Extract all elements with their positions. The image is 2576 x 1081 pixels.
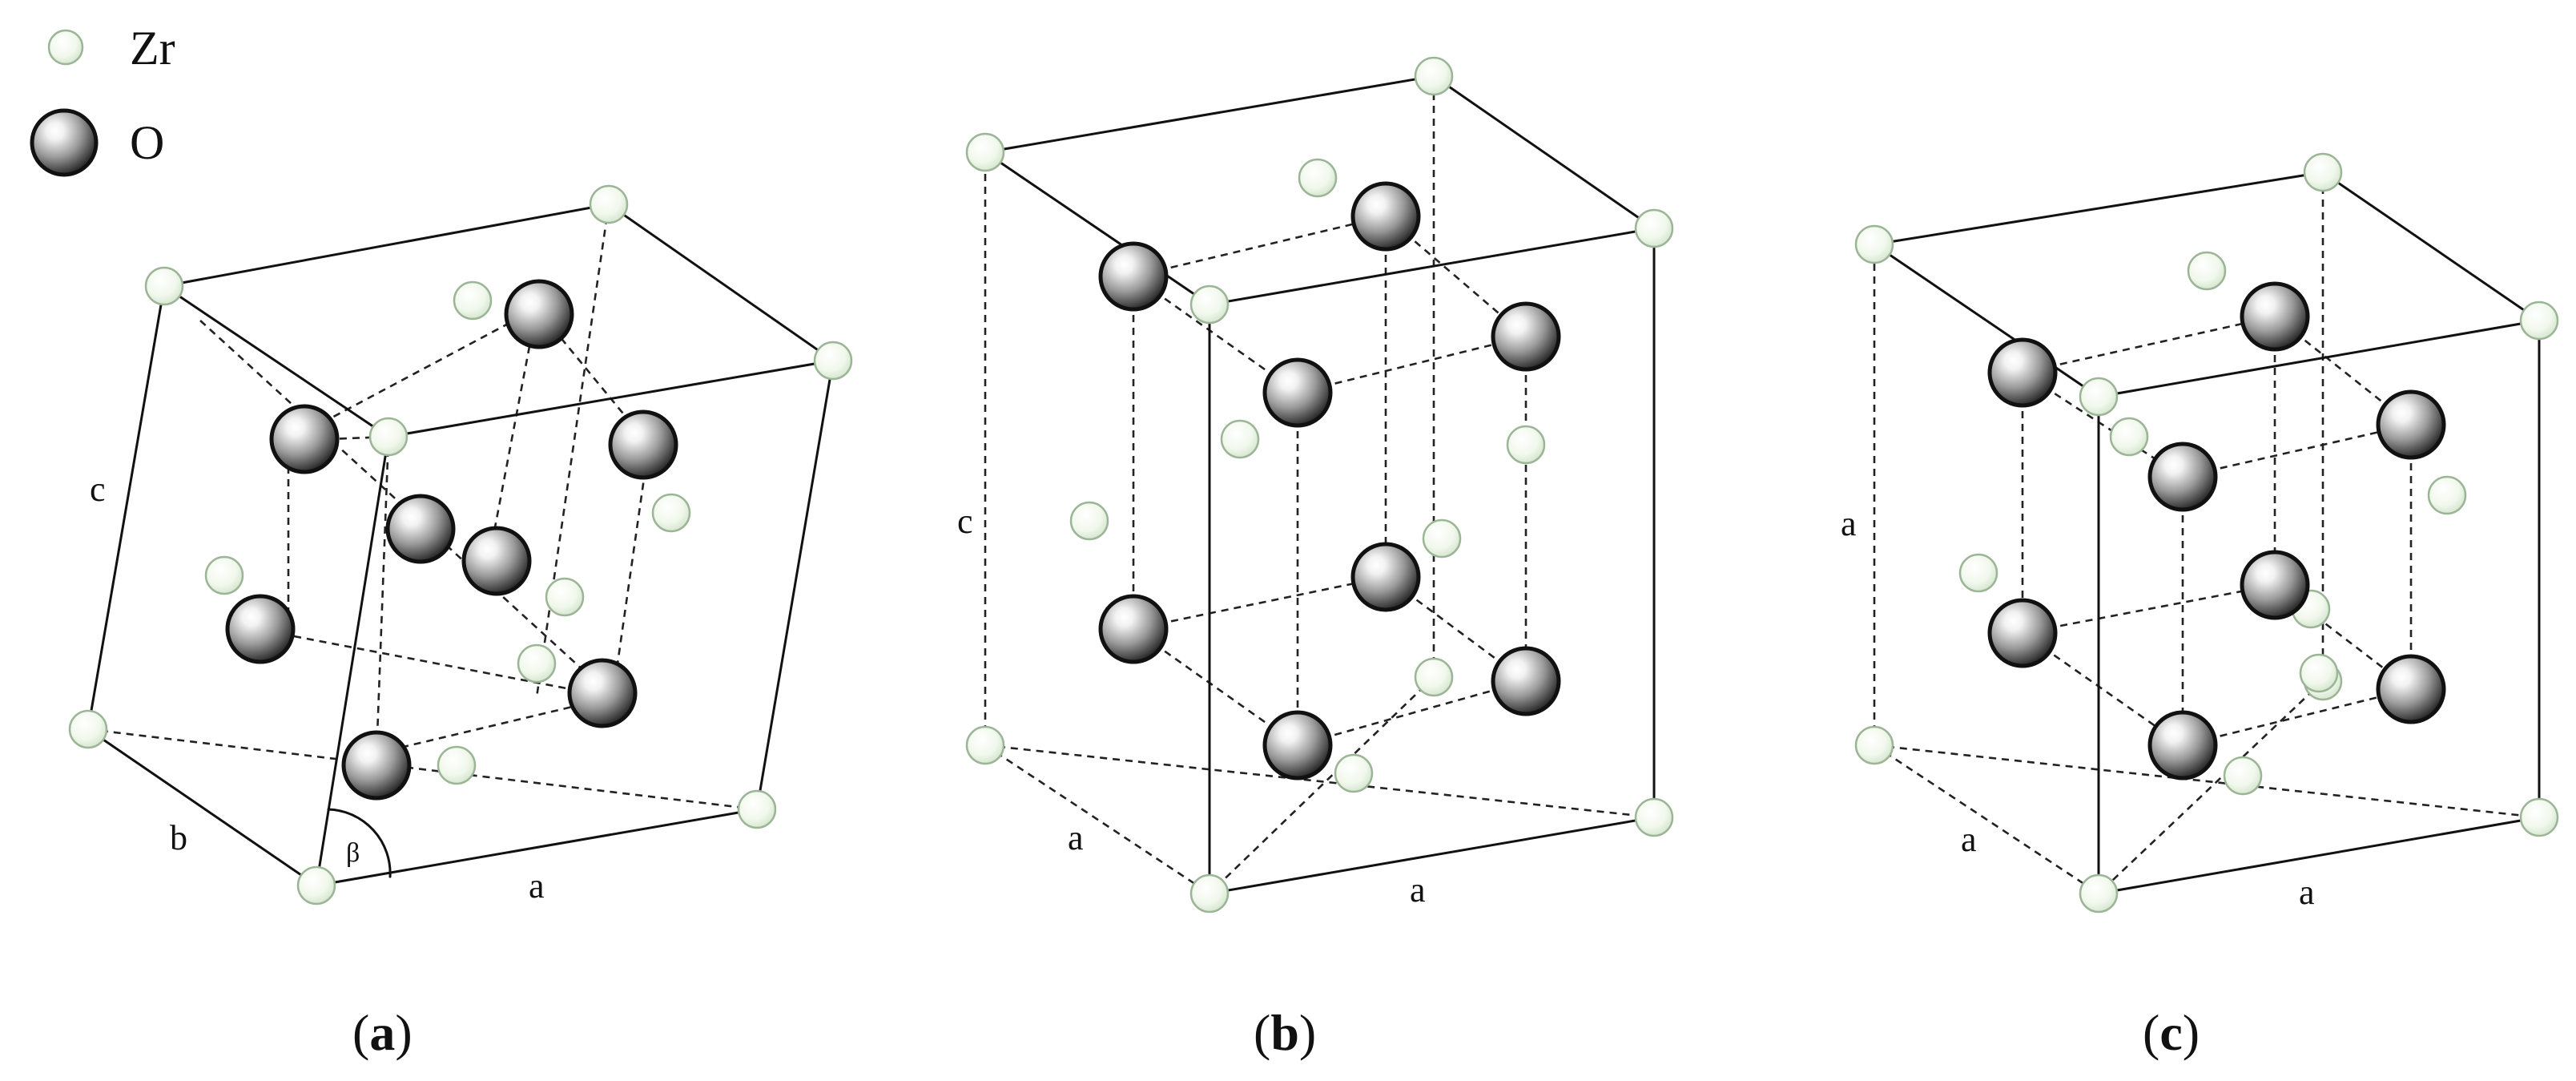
zr-atom	[545, 577, 585, 617]
zr-atom	[965, 725, 1005, 765]
zr-atom	[517, 643, 557, 684]
zr-atom	[1189, 873, 1230, 914]
zr-atom	[1334, 753, 1374, 793]
o-atom	[269, 404, 340, 474]
zr-atom	[2299, 653, 2339, 693]
panel-b-edge-b-label: a	[1068, 818, 1084, 857]
panel-a-visible-edges	[87, 203, 836, 887]
zr-atom	[2187, 251, 2227, 291]
legend: Zr O	[30, 22, 175, 177]
o-atom	[1987, 598, 2058, 668]
o-atom	[2376, 389, 2446, 460]
zr-atom	[204, 555, 244, 595]
o-atom	[1350, 181, 1421, 252]
zr-atom	[1854, 725, 1894, 765]
zr-atom	[1414, 657, 1454, 697]
legend-o-label: O	[130, 116, 164, 169]
o-atom	[1098, 594, 1169, 664]
zr-atom	[737, 789, 777, 829]
zr-atom	[2519, 301, 2559, 341]
zr-atom	[1506, 425, 1546, 465]
zr-atom	[1634, 797, 1674, 837]
o-atom	[2240, 550, 2310, 620]
o-atom	[2240, 281, 2310, 352]
o-atom	[1262, 710, 1333, 780]
legend-o-atom	[30, 108, 99, 177]
panel-c-edge-c-label: a	[1841, 504, 1857, 543]
o-atom	[225, 594, 296, 664]
o-atom	[341, 730, 412, 801]
o-atom	[461, 526, 532, 596]
zr-atom	[1220, 419, 1260, 459]
panel-c-cubic-cell: a a a (c)	[1841, 152, 2559, 1061]
zr-atom	[1422, 518, 1462, 559]
panel-b-edge-c-label: c	[957, 502, 973, 541]
zr-atom	[2519, 797, 2559, 837]
zr-atom	[437, 745, 477, 785]
panel-a-atoms	[68, 184, 853, 906]
o-atom	[1491, 301, 1561, 372]
panel-a-monoclinic-cell: c b a β (a)	[68, 184, 853, 1061]
zr-atom	[68, 709, 108, 749]
o-atom	[2147, 442, 2218, 512]
zr-atom	[2427, 475, 2467, 515]
panel-c-edge-b-label: a	[1961, 820, 1977, 859]
legend-zr-atom	[47, 29, 84, 66]
zr-atom	[1414, 56, 1454, 96]
o-atom	[385, 494, 456, 564]
zr-atom	[813, 341, 853, 381]
zr-atom	[1634, 208, 1674, 248]
o-atom	[1491, 646, 1561, 716]
zr-atom	[589, 184, 629, 224]
panel-a-edge-a-label: a	[529, 866, 545, 906]
zr-atom	[296, 865, 336, 906]
panel-b-tetragonal-cell: c a a (b)	[957, 56, 1674, 1061]
o-atom	[608, 409, 678, 480]
o-atom	[567, 658, 638, 728]
zr-atom	[2079, 873, 2119, 914]
panel-a-beta-label: β	[346, 838, 360, 868]
o-atom	[2147, 710, 2218, 780]
zr-atom	[965, 132, 1005, 172]
panel-b-caption: (b)	[1254, 1004, 1316, 1061]
zr-atom	[2109, 417, 2149, 457]
zr-atom	[1958, 553, 1998, 593]
zr-atom	[1298, 158, 1338, 198]
zr-atom	[2079, 377, 2119, 417]
zr-atom	[1189, 284, 1230, 325]
panel-a-caption: (a)	[352, 1004, 413, 1061]
panel-c-caption: (c)	[2143, 1004, 2200, 1061]
o-atom	[2376, 654, 2446, 724]
legend-zr-label: Zr	[130, 22, 175, 75]
zr-atom	[1069, 501, 1109, 541]
zr-atom	[2223, 756, 2263, 796]
o-atom	[1098, 241, 1169, 312]
panel-a-edge-c-label: c	[90, 470, 106, 509]
zr-atom	[453, 280, 493, 321]
panel-c-atoms	[1854, 152, 2559, 914]
o-atom	[1350, 542, 1421, 612]
zr-atom	[651, 493, 691, 533]
zr-atom	[2303, 152, 2343, 192]
panel-c-edge-a-label: a	[2299, 873, 2315, 912]
o-atom	[504, 279, 574, 349]
zr-atom	[1854, 224, 1894, 264]
o-atom	[1262, 357, 1333, 428]
zr-atom	[144, 266, 184, 306]
panel-a-edge-b-label: b	[170, 818, 187, 857]
zr-atom	[368, 417, 409, 457]
panel-c-hidden-edges	[1873, 172, 2540, 895]
o-atom	[1987, 337, 2058, 408]
panel-b-edge-a-label: a	[1410, 870, 1426, 910]
panel-b-atoms	[965, 56, 1674, 914]
